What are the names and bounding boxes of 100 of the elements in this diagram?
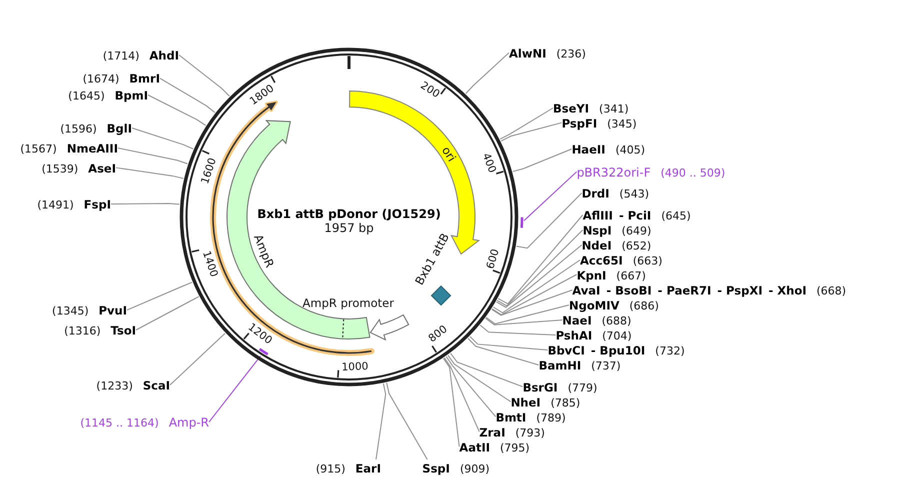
- leader-line: [447, 354, 512, 402]
- primer-name: Amp-R: [168, 416, 209, 430]
- cut-site-position: (688): [602, 314, 632, 328]
- enzyme-name: NdeI: [582, 238, 612, 252]
- leader-line: [496, 244, 582, 308]
- leader-line: [498, 214, 584, 304]
- leader-line: [116, 167, 184, 179]
- cut-site-position: (1567): [20, 142, 57, 156]
- leader-line: [491, 290, 573, 316]
- enzyme-name: BamHI: [538, 358, 582, 372]
- cut-site-position: (732): [655, 344, 685, 358]
- leader-line: [178, 54, 230, 97]
- cut-site-position: (236): [556, 47, 586, 60]
- leader-line: [500, 122, 562, 142]
- feature-label: AmpR: [250, 232, 277, 270]
- cut-site-position: (668): [816, 284, 846, 298]
- cut-site-position: (795): [500, 441, 530, 454]
- cut-site-position: (663): [632, 254, 662, 268]
- enzyme-name: NgoMIV: [569, 298, 620, 312]
- scale-number: 200: [417, 79, 442, 102]
- enzyme-name: - BsoBI: [606, 284, 652, 298]
- cut-site-position: (543): [619, 188, 650, 200]
- cut-site-position: (405): [615, 144, 646, 156]
- enzyme-name: PspFI: [562, 116, 598, 130]
- enzyme-name: PvuI: [98, 304, 127, 318]
- feature-label: ori: [439, 144, 459, 165]
- leader-line: [126, 282, 193, 310]
- cut-site-position: (1316): [64, 324, 101, 338]
- scale-number: 1600: [198, 156, 220, 186]
- enzyme-name: HaeII: [572, 142, 606, 156]
- cut-site-position: (779): [568, 381, 598, 394]
- cut-site-position: (785): [550, 396, 580, 410]
- enzyme-name: AhdI: [149, 48, 179, 62]
- enzyme-name: SspI: [422, 462, 450, 476]
- enzyme-name: EarI: [355, 462, 381, 476]
- enzyme-name: AflIII: [582, 208, 613, 222]
- feature-label: AmpR promoter: [302, 296, 394, 310]
- leader-line: [110, 203, 180, 205]
- cut-site-position: (1674): [82, 72, 120, 86]
- leader-line: [485, 318, 563, 326]
- enzyme-name: PshAI: [556, 328, 592, 342]
- cut-site-position: (1645): [68, 90, 105, 102]
- leader-line: [492, 260, 580, 314]
- leader-line: [136, 296, 200, 330]
- cut-site-position: (1596): [60, 122, 97, 136]
- enzyme-name: BmrI: [129, 72, 160, 86]
- cut-site-position: (789): [536, 411, 566, 424]
- leader-line: [516, 192, 582, 249]
- scale-number: 1000: [341, 359, 368, 374]
- enzyme-name: - PciI: [618, 208, 652, 222]
- scale-number: 800: [426, 322, 450, 346]
- enzyme-name: Acc65I: [580, 254, 623, 268]
- enzyme-name: NheI: [510, 395, 541, 410]
- cut-site-position: (686): [629, 300, 659, 312]
- enzyme-name: DrdI: [582, 186, 610, 200]
- cut-site-position: (345): [607, 117, 637, 130]
- leader-line: [500, 108, 554, 140]
- leader-line: [148, 94, 206, 126]
- enzyme-name: TsoI: [110, 324, 136, 338]
- cut-site-position: (652): [622, 240, 652, 252]
- enzyme-name: NaeI: [562, 314, 592, 328]
- leader-line: [446, 356, 496, 418]
- leader-line: [208, 356, 261, 422]
- enzyme-name: ScaI: [142, 378, 170, 392]
- cut-site-position: (1233): [96, 380, 133, 392]
- enzyme-name: AatII: [459, 440, 490, 454]
- enzyme-name: AvaI: [572, 284, 600, 298]
- enzyme-name: - Bpu10I: [590, 344, 646, 358]
- primer-name: pBR322ori-F: [576, 165, 651, 180]
- enzyme-name: BpmI: [114, 88, 148, 102]
- leader-line: [118, 148, 188, 164]
- leader-line: [450, 352, 524, 388]
- scale-number: 1400: [198, 249, 221, 280]
- cut-site-position: (737): [591, 360, 621, 372]
- enzyme-name: BglI: [106, 122, 132, 136]
- primer-position: (490 .. 509): [660, 166, 726, 180]
- leader-line: [468, 338, 540, 366]
- plasmid-size: 1957 bp: [324, 221, 374, 235]
- cut-site-position: (341): [599, 102, 629, 116]
- enzyme-name: NspI: [582, 224, 612, 238]
- leader-line: [132, 128, 194, 150]
- scale-number: 400: [478, 151, 500, 176]
- enzyme-name: BbvCI: [548, 344, 585, 358]
- cut-site-position: (645): [661, 210, 691, 222]
- cut-site-position: (909): [460, 462, 490, 476]
- cut-site-position: (1539): [42, 162, 78, 176]
- leader-line: [170, 332, 226, 386]
- enzyme-name: BmtI: [496, 410, 526, 424]
- enzyme-name: FspI: [84, 198, 111, 212]
- enzyme-name: BsrGI: [522, 380, 558, 394]
- enzyme-name: - XhoI: [768, 284, 807, 298]
- cut-site-position: (1345): [52, 304, 89, 318]
- enzyme-name: BseYI: [553, 102, 590, 116]
- cut-site-position: (1714): [102, 50, 140, 62]
- scale-number: 600: [483, 248, 502, 271]
- leader-line: [465, 52, 510, 94]
- enzyme-name: NmeAIII: [66, 142, 118, 156]
- leader-line: [512, 148, 572, 172]
- leader-line: [376, 382, 386, 460]
- cut-site-position: (915): [316, 462, 346, 476]
